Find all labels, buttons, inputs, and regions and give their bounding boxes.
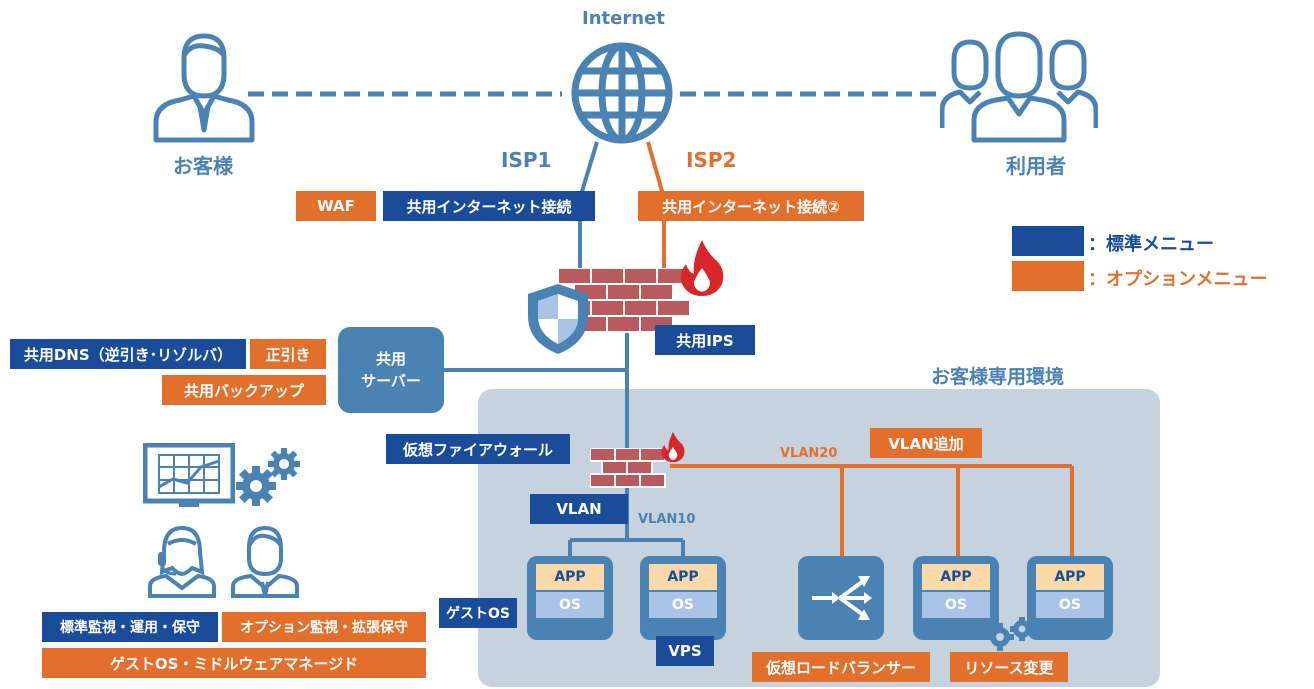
customer-env-title: お客様専用環境: [931, 366, 1065, 388]
os-tier: OS: [649, 592, 717, 618]
virtual-firewall-brick-icon: [590, 448, 666, 488]
vlan-label: VLAN: [530, 494, 628, 524]
app-tier: APP: [536, 564, 604, 590]
legend-option-swatch: [1012, 261, 1084, 291]
shared-server-line1: 共用: [375, 350, 406, 368]
customer-person-icon: [153, 33, 255, 143]
resource-change-label: リソース変更: [950, 652, 1068, 682]
monitor-chart-icon: [143, 443, 235, 507]
shared-backup-label: 共用バックアップ: [162, 375, 326, 405]
guest-vm-2: APP OS: [640, 556, 726, 640]
guest-os-label: ゲストOS: [439, 598, 517, 628]
gear-icon: [986, 617, 1034, 651]
app-tier: APP: [649, 564, 717, 590]
virtual-firewall-label: 仮想ファイアウォール: [386, 434, 570, 464]
globe-icon: [571, 42, 673, 144]
legend-standard-swatch: [1012, 226, 1084, 256]
vlan-add-label: VLAN追加: [870, 428, 982, 458]
os-tier: OS: [922, 592, 990, 618]
isp1-label: ISP1: [501, 148, 552, 172]
customer-label: お客様: [173, 154, 233, 178]
load-balancer-arrows-icon: [812, 576, 872, 620]
std-monitoring-label: 標準監視・運用・保守: [42, 612, 218, 642]
isp2-label: ISP2: [686, 148, 737, 172]
virtual-lb-label: 仮想ロードバランサー: [752, 652, 930, 682]
legend-standard-text: ：標準メニュー: [1088, 234, 1214, 255]
shared-server-line2: サーバー: [361, 372, 421, 390]
shared-dns-label: 共用DNS（逆引き･リゾルバ）: [10, 339, 246, 369]
waf-label: WAF: [296, 191, 376, 221]
opt-monitoring-label: オプション監視・拡張保守: [222, 612, 426, 642]
gear-icon: [236, 448, 300, 506]
forward-lookup-label: 正引き: [250, 339, 326, 369]
users-group-icon: [940, 31, 1098, 143]
os-tier: OS: [536, 592, 604, 618]
os-tier: OS: [1036, 592, 1104, 618]
managed-label: ゲストOS・ミドルウェアマネージド: [42, 648, 426, 678]
virtual-firewall-flame-icon: [661, 431, 685, 463]
guest-vm-4: APP OS: [1027, 556, 1113, 640]
app-tier: APP: [922, 564, 990, 590]
guest-vm-1: APP OS: [527, 556, 613, 640]
load-balancer-box: [798, 556, 884, 640]
isp1-line: [578, 141, 599, 199]
vlan20-label: VLAN20: [780, 446, 838, 461]
shield-icon: [528, 284, 588, 354]
shared-internet2-label: 共用インターネット接続②: [638, 191, 864, 221]
shared-ips-label: 共用IPS: [655, 325, 755, 355]
isp2-line: [646, 141, 666, 199]
users-label: 利用者: [1006, 154, 1066, 178]
operator-headset-icon: [148, 525, 216, 598]
legend-option-text: ：オプションメニュー: [1088, 269, 1268, 290]
vlan10-label: VLAN10: [638, 512, 696, 527]
internet-label: Internet: [582, 8, 665, 29]
engineer-person-icon: [231, 525, 299, 598]
guest-vm-3: APP OS: [913, 556, 999, 640]
flame-icon: [680, 240, 724, 296]
vps-label: VPS: [656, 636, 714, 666]
shared-internet-label: 共用インターネット接続: [383, 191, 595, 221]
app-tier: APP: [1036, 564, 1104, 590]
shared-server-box: 共用 サーバー: [338, 327, 444, 413]
